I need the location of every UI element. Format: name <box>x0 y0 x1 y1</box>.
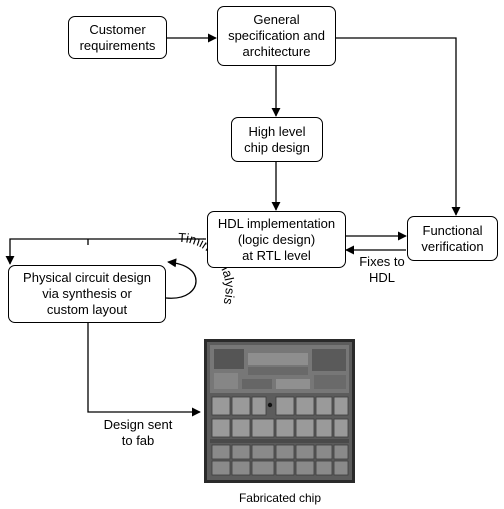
arrow-physical-to-chip <box>87 303 201 417</box>
physical-circuit-design-text: Physical circuit design via synthesis or… <box>23 270 151 317</box>
arrow-hdl-to-physical <box>5 238 206 265</box>
fixes-to-hdl-label: Fixes to HDL <box>359 254 405 285</box>
spec-architecture-box: General specification and architecture <box>217 6 336 66</box>
fabricated-chip-caption: Fabricated chip <box>238 491 322 505</box>
functional-verification-text: Functional verification <box>421 222 484 254</box>
high-level-chip-design-box: High level chip design <box>231 117 323 162</box>
spec-architecture-text: General specification and architecture <box>228 12 325 59</box>
arrow-spec-to-functional <box>336 37 461 216</box>
timing-loop-arc <box>165 258 197 299</box>
design-sent-to-fab-label: Design sent to fab <box>103 417 173 448</box>
customer-requirements-text: Customer requirements <box>79 21 156 53</box>
functional-verification-box: Functional verification <box>407 216 498 261</box>
hdl-implementation-text: HDL implementation (logic design) at RTL… <box>217 215 336 263</box>
physical-circuit-design-box: Physical circuit design via synthesis or… <box>8 265 166 323</box>
customer-requirements-box: Customer requirements <box>68 16 167 59</box>
chip-die-photo <box>204 339 355 483</box>
high-level-chip-design-text: High level chip design <box>244 123 310 155</box>
hdl-implementation-box: HDL implementation (logic design) at RTL… <box>207 211 346 268</box>
